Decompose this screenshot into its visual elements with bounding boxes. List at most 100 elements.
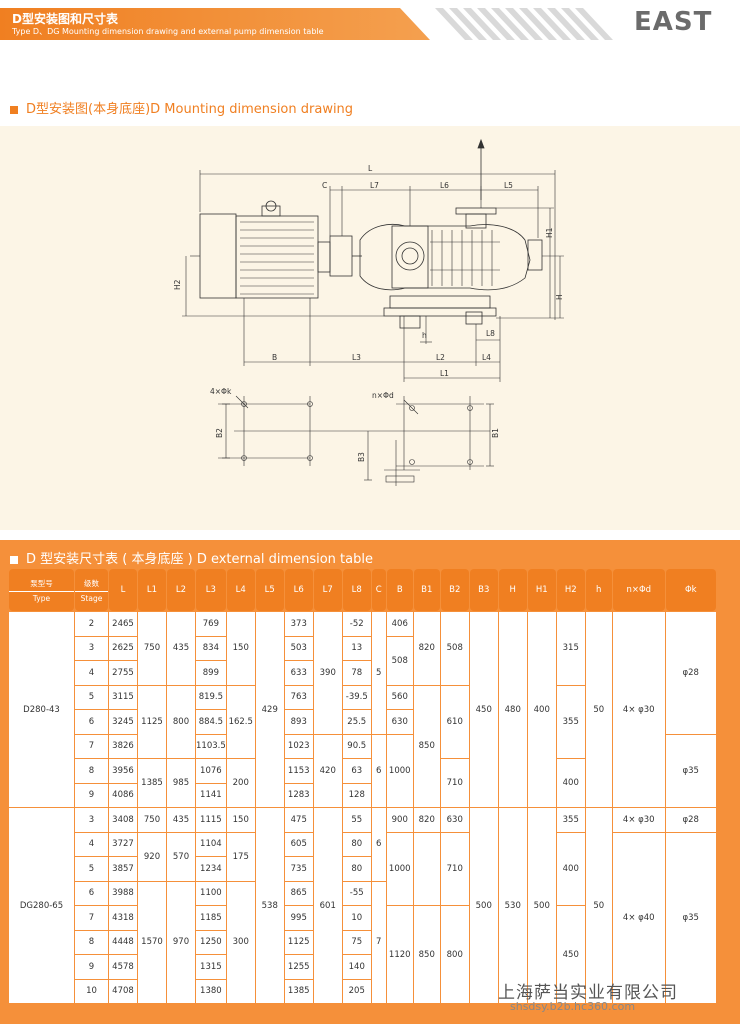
cell: 630 bbox=[440, 808, 469, 832]
cell: 1000 bbox=[386, 832, 413, 905]
cell: 538 bbox=[255, 808, 284, 1003]
cell: 763 bbox=[284, 685, 313, 709]
cell: 884.5 bbox=[196, 710, 226, 734]
cell: 1023 bbox=[284, 734, 313, 758]
cell: 75 bbox=[342, 930, 371, 954]
cell: 2465 bbox=[109, 612, 137, 636]
table-row: 6 3245 884.5 893 25.5 630 bbox=[9, 710, 716, 734]
cell: 820 bbox=[413, 832, 440, 905]
dim-C: C bbox=[322, 181, 327, 190]
header-bar bbox=[0, 8, 430, 40]
cell: 1141 bbox=[196, 783, 226, 807]
type-cell: D280-43 bbox=[9, 612, 74, 807]
col-L6: L6 bbox=[284, 569, 313, 611]
table-row: 4 3727 920 570 1104 175 605 80 1000 820 … bbox=[9, 832, 716, 1003]
cell: 1000 bbox=[386, 734, 413, 807]
cell: 1185 bbox=[196, 906, 226, 930]
cell: 750 bbox=[138, 612, 166, 685]
cell: 4708 bbox=[109, 979, 137, 1003]
col-h: h bbox=[585, 569, 612, 611]
cell: 300 bbox=[226, 881, 255, 1003]
cell: 970 bbox=[167, 881, 195, 1003]
cell: 4578 bbox=[109, 955, 137, 979]
col-H2: H2 bbox=[556, 569, 585, 611]
col-B: B bbox=[386, 569, 413, 611]
watermark-url: shsdsy.b2b.hc360.com bbox=[510, 1000, 636, 1013]
cell: 633 bbox=[284, 661, 313, 685]
table-row: 5 3857 1234 735 80 bbox=[9, 857, 716, 881]
stage-cell: 6 bbox=[75, 881, 108, 905]
cell: 605 bbox=[284, 832, 313, 856]
drawing-title-text: D型安装图(本身底座)D Mounting dimension drawing bbox=[26, 102, 354, 117]
cell: 503 bbox=[284, 636, 313, 660]
cell: 390 bbox=[313, 612, 342, 734]
cell: 630 bbox=[386, 710, 413, 734]
cell: 80 bbox=[342, 832, 371, 856]
cell: 800 bbox=[167, 685, 195, 758]
cell: 850 bbox=[413, 685, 440, 807]
cell: 162.5 bbox=[226, 685, 255, 758]
cell: 500 bbox=[527, 808, 556, 1003]
cell: 13 bbox=[342, 636, 371, 660]
table-row: 5 3115 1125 800 819.5 162.5 763 -39.5 56… bbox=[9, 685, 716, 807]
cell: 1103.5 bbox=[196, 734, 226, 758]
cell: 995 bbox=[284, 906, 313, 930]
col-L: L bbox=[109, 569, 137, 611]
cell: 150 bbox=[226, 612, 255, 685]
table-row: D280-43 2 2465 750 435 769 150 429 373 3… bbox=[9, 612, 716, 807]
cell: 508 bbox=[440, 612, 469, 685]
cell: 834 bbox=[196, 636, 226, 660]
stage-cell: 5 bbox=[75, 685, 108, 709]
square-bullet-icon bbox=[10, 555, 18, 564]
page-header: D型安装图和尺寸表 Type D、DG Mounting dimension d… bbox=[0, 0, 740, 42]
cell: 1234 bbox=[196, 857, 226, 881]
dim-B3: B3 bbox=[357, 452, 366, 462]
cell: 4× φ40 bbox=[612, 832, 665, 1003]
cell: 3727 bbox=[109, 832, 137, 856]
dim-L8: L8 bbox=[486, 329, 495, 338]
table-row: 8 3956 1385 985 1076 200 1153 63 710 400 bbox=[9, 759, 716, 807]
cell: φ28 bbox=[665, 808, 716, 832]
header-title-cn: D型安装图和尺寸表 bbox=[12, 12, 118, 26]
table-section-title: D 型安装尺寸表 ( 本身底座 ) D external dimension t… bbox=[10, 548, 373, 567]
cell: 450 bbox=[469, 612, 498, 807]
col-B2: B2 bbox=[440, 569, 469, 611]
cell: φ35 bbox=[665, 832, 716, 1003]
col-C: C bbox=[371, 569, 386, 611]
col-nd: n×Φd bbox=[612, 569, 665, 611]
stage-cell: 3 bbox=[75, 636, 108, 660]
cell: 1125 bbox=[138, 685, 166, 758]
table-row: 3 2625 834 503 13 508 bbox=[9, 636, 716, 685]
mounting-drawing-panel: L C L7 L6 L5 H1 H H2 h L8 B L3 L2 L4 L1 … bbox=[0, 126, 740, 530]
cell: 1125 bbox=[284, 930, 313, 954]
cell: 3956 bbox=[109, 759, 137, 783]
cell: 373 bbox=[284, 612, 313, 636]
cell: 78 bbox=[342, 661, 371, 685]
cell: 3988 bbox=[109, 881, 137, 905]
cell: φ28 bbox=[665, 612, 716, 734]
cell: 1120 bbox=[386, 906, 413, 1003]
cell: 820 bbox=[413, 612, 440, 685]
cell: 2625 bbox=[109, 636, 137, 660]
cell: 4086 bbox=[109, 783, 137, 807]
dimension-table-panel: D 型安装尺寸表 ( 本身底座 ) D external dimension t… bbox=[0, 540, 740, 1024]
col-L1: L1 bbox=[138, 569, 166, 611]
dim-B: B bbox=[272, 353, 277, 362]
stage-cell: 7 bbox=[75, 734, 108, 758]
cell: 175 bbox=[226, 832, 255, 881]
dim-H2: H2 bbox=[173, 279, 182, 290]
cell: 63 bbox=[342, 759, 371, 783]
cell: 200 bbox=[226, 759, 255, 807]
col-L5: L5 bbox=[255, 569, 284, 611]
col-L2: L2 bbox=[167, 569, 195, 611]
cell: 1385 bbox=[138, 759, 166, 807]
dim-L1: L1 bbox=[440, 369, 449, 378]
table-row: DG280-65 3 3408 750 435 1115 150 538 475… bbox=[9, 808, 716, 1003]
cell: 10 bbox=[342, 906, 371, 930]
stage-cell: 9 bbox=[75, 783, 108, 807]
cell: 750 bbox=[138, 808, 166, 832]
cell: 819.5 bbox=[196, 685, 226, 709]
stage-cell: 10 bbox=[75, 979, 108, 1003]
cell: 6 bbox=[371, 808, 386, 881]
